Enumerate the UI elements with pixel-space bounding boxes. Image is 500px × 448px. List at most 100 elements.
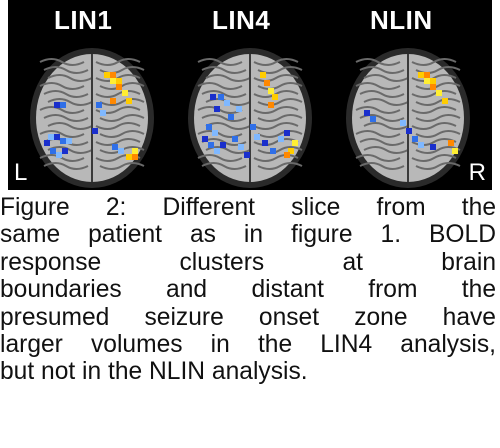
caption-line: larger volumes in the LIN4 analysis,: [0, 331, 496, 359]
sulcus: [257, 130, 303, 138]
sulcus: [99, 98, 145, 106]
activation-voxel-negative: [100, 110, 106, 116]
sulcus: [99, 162, 145, 170]
activation-voxel-positive: [268, 102, 274, 108]
sulcus: [411, 122, 457, 130]
sulcus: [355, 130, 401, 138]
activation-voxel-negative: [220, 142, 226, 148]
activation-voxel-positive: [292, 140, 298, 146]
activation-voxel-negative: [254, 134, 260, 140]
sulcus: [95, 122, 141, 130]
sulcus: [47, 98, 93, 106]
sulcus: [253, 154, 299, 162]
sulcus: [197, 82, 243, 90]
sulcus: [47, 146, 93, 154]
sulcus: [363, 74, 409, 82]
sulcus: [201, 114, 247, 122]
activation-voxel-positive: [284, 152, 290, 158]
sulcus: [43, 162, 89, 170]
sulcus: [359, 138, 405, 146]
activation-voxel-positive: [110, 78, 116, 84]
right-hemisphere-marker: R: [468, 159, 486, 186]
activation-voxel-positive: [288, 148, 294, 154]
sulcus: [95, 90, 141, 98]
activation-voxel-positive: [264, 80, 270, 86]
activation-voxel-negative: [54, 102, 60, 108]
activation-voxel-positive: [418, 72, 424, 78]
sulcus: [257, 114, 303, 122]
sulcus: [43, 66, 89, 74]
sulcus: [47, 74, 93, 82]
sulcus: [201, 162, 247, 170]
activation-voxel-negative: [54, 134, 60, 140]
caption-line: but not in the NLIN analysis.: [0, 358, 308, 386]
sulcus: [355, 82, 401, 90]
activation-voxel-negative: [92, 128, 98, 134]
activation-voxel-negative: [202, 136, 208, 142]
sulcus: [99, 130, 145, 138]
sulcus: [359, 66, 405, 74]
activation-voxel-negative: [212, 130, 218, 136]
panel-label-lin4: LIN4: [212, 5, 271, 35]
sulcus: [359, 162, 405, 170]
activation-voxel-negative: [370, 116, 376, 122]
activation-voxel-positive: [110, 72, 116, 78]
activation-voxel-positive: [430, 78, 436, 84]
sulcus: [197, 154, 243, 162]
sulcus: [257, 98, 303, 106]
sulcus: [99, 114, 145, 122]
activation-voxel-positive: [268, 88, 274, 94]
sulcus: [39, 82, 85, 90]
sulcus: [39, 106, 85, 114]
caption-line: same patient as in figure 1. BOLD: [0, 221, 496, 249]
sulcus: [411, 58, 457, 66]
activation-voxel-negative: [236, 106, 242, 112]
activation-voxel-negative: [44, 140, 50, 146]
activation-voxel-negative: [232, 136, 238, 142]
activation-voxel-negative: [66, 138, 72, 144]
figure-image: LIN1 LIN4 NLIN L R: [8, 0, 492, 190]
activation-voxel-negative: [244, 152, 250, 158]
panel-label-nlin: NLIN: [370, 5, 433, 35]
activation-voxel-positive: [430, 84, 436, 90]
sulcus: [253, 74, 299, 82]
activation-voxel-negative: [418, 142, 424, 148]
activation-voxel-positive: [132, 148, 138, 154]
activation-voxel-negative: [228, 114, 234, 120]
activation-voxel-negative: [364, 110, 370, 116]
activation-voxel-negative: [210, 94, 216, 100]
caption-line: response clusters at brain: [0, 248, 496, 276]
activation-voxel-negative: [262, 140, 268, 146]
activation-voxel-negative: [218, 94, 224, 100]
activation-voxel-positive: [110, 98, 116, 104]
sulcus: [415, 162, 461, 170]
sulcus: [253, 106, 299, 114]
brain-slice-lin1: [26, 44, 158, 190]
activation-voxel-negative: [56, 152, 62, 158]
activation-voxel-negative: [224, 100, 230, 106]
activation-voxel-positive: [436, 90, 442, 96]
sulcus: [47, 122, 93, 130]
sulcus: [359, 90, 405, 98]
sulcus: [411, 90, 457, 98]
activation-voxel-negative: [208, 142, 214, 148]
sulcus: [257, 82, 303, 90]
activation-voxel-positive: [126, 98, 132, 104]
brain-slice-lin4: [184, 44, 316, 190]
sulcus: [253, 122, 299, 130]
activation-voxel-positive: [122, 90, 128, 96]
activation-voxel-positive: [424, 78, 430, 84]
activation-voxel-negative: [96, 102, 102, 108]
figure-caption: Figure 2: Different slice from the same …: [0, 194, 496, 386]
activation-voxel-negative: [406, 128, 412, 134]
sulcus: [363, 122, 409, 130]
activation-voxel-negative: [278, 136, 284, 142]
activation-voxel-positive: [442, 98, 448, 104]
sulcus: [355, 154, 401, 162]
sulcus: [363, 146, 409, 154]
activation-voxel-positive: [104, 72, 110, 78]
sulcus: [205, 74, 251, 82]
activation-voxel-negative: [48, 134, 54, 140]
caption-line: presumed seizure onset zone have: [0, 303, 496, 331]
activation-voxel-negative: [400, 120, 406, 126]
